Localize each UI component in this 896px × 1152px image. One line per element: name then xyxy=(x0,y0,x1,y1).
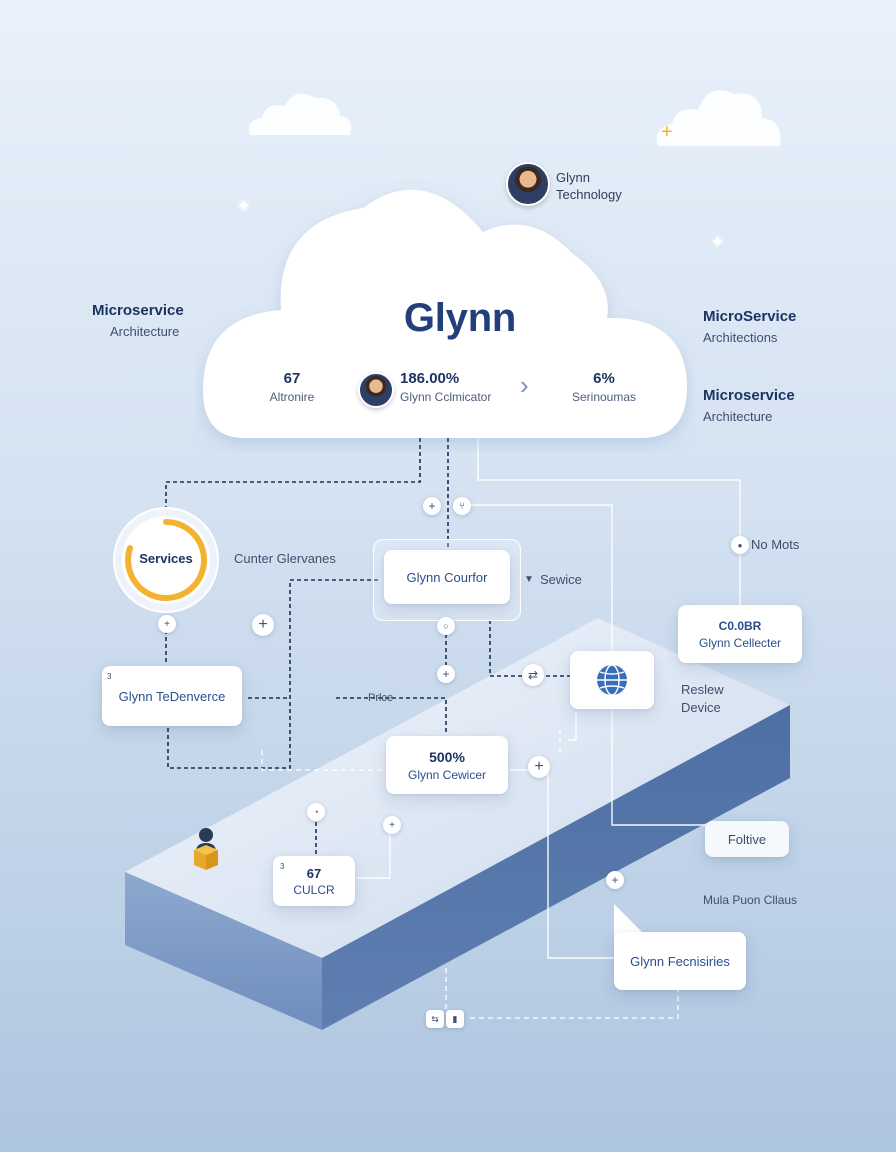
cewicer-card[interactable]: 500% Glynn Cewicer xyxy=(386,736,508,794)
courier-card[interactable]: Glynn Courfor xyxy=(384,550,510,604)
filter-icon: ▼ xyxy=(524,574,534,585)
reslew-title: Reslew xyxy=(681,682,724,697)
tedenverce-label: Glynn TeDenverce xyxy=(118,688,226,704)
cloud-avatar xyxy=(358,372,394,408)
pair-node-icon[interactable]: ⇆ xyxy=(426,1010,444,1028)
arrow-node-icon[interactable]: ⇄ xyxy=(522,664,544,686)
main-cloud-shape xyxy=(203,189,688,438)
top-brand-name: Glynn xyxy=(556,170,590,185)
cloud-stat-2-label: Glynn Cclmicator xyxy=(400,390,492,404)
node-dot-icon[interactable]: ◔ xyxy=(307,803,325,821)
sky-cloud-right xyxy=(656,90,781,146)
mula-label: Mula Puon Cllaus xyxy=(703,893,798,907)
chevron-right-icon: › xyxy=(520,370,529,400)
culcr-value: 67 xyxy=(306,865,322,881)
services-caption: Cunter Glervanes xyxy=(234,551,336,566)
spark-icon: + xyxy=(661,121,673,143)
foltive-card[interactable]: Foltive xyxy=(705,821,789,857)
culcr-num: 3 xyxy=(280,862,285,871)
fecnisiries-label: Glynn Fecnisiries xyxy=(630,953,730,969)
cellecter-label: Glynn Cellecter xyxy=(698,635,782,650)
culcr-label: CULCR xyxy=(293,882,335,897)
cewicer-label: Glynn Cewicer xyxy=(407,767,487,782)
plus-node-icon[interactable]: + xyxy=(437,665,455,683)
right-heading-2-subtitle: Architecture xyxy=(703,409,773,424)
cloud-stat-2: 186.00% Glynn Cclmicator xyxy=(400,370,510,404)
globe-card[interactable] xyxy=(570,651,654,709)
node-dot: ● xyxy=(731,536,749,554)
tedenverce-num: 3 xyxy=(107,672,112,681)
plus-node-icon[interactable]: + xyxy=(158,615,176,633)
fork-node-icon[interactable]: ⑂ xyxy=(453,497,471,515)
cloud-stat-1-value: 67 xyxy=(283,370,301,387)
reslew-subtitle: Device xyxy=(681,700,721,715)
culcr-card[interactable]: 67 CULCR xyxy=(273,856,355,906)
services-label: Services xyxy=(139,551,193,566)
cloud-stat-3: 6% Serinoumas xyxy=(556,370,652,404)
plus-button-icon[interactable]: + xyxy=(252,614,274,636)
left-heading-subtitle: Architecture xyxy=(110,324,180,339)
fecnisiries-bubble-tail xyxy=(614,904,650,940)
person-box-icon xyxy=(194,828,218,870)
cloud-stat-1: 67 Altronire xyxy=(240,370,344,404)
cewicer-value: 500% xyxy=(429,748,465,765)
plus-button-icon[interactable]: + xyxy=(528,756,550,778)
price-label: Prlce xyxy=(368,692,394,704)
brand-avatar xyxy=(506,162,550,206)
right-heading-1-subtitle: Architections xyxy=(703,330,778,345)
cellecter-title: C0.0BR xyxy=(718,618,762,633)
courier-side-label: Sewice xyxy=(540,572,582,587)
right-heading-1-title: MicroService xyxy=(703,308,797,325)
cloud-stat-1-label: Altronire xyxy=(269,390,315,404)
pair-node-icon[interactable]: ▮ xyxy=(446,1010,464,1028)
plus-node-icon[interactable]: + xyxy=(383,816,401,834)
fecnisiries-card[interactable]: Glynn Fecnisiries xyxy=(614,932,746,990)
foltive-label: Foltive xyxy=(727,831,767,847)
plus-node-icon[interactable]: + xyxy=(423,497,441,515)
cloud-title: Glynn xyxy=(403,296,517,340)
top-brand-subtitle: Technology xyxy=(556,187,622,202)
cloud-stat-3-label: Serinoumas xyxy=(571,390,637,404)
spark-icon: ✦ xyxy=(710,232,726,252)
globe-icon xyxy=(597,664,627,696)
tedenverce-card[interactable]: Glynn TeDenverce xyxy=(102,666,242,726)
left-heading-title: Microservice xyxy=(92,302,184,319)
cloud-stat-3-value: 6% xyxy=(593,370,615,387)
courier-label: Glynn Courfor xyxy=(406,569,488,585)
no-mots-label: No Mots xyxy=(751,537,800,552)
spark-icon: ✦ xyxy=(236,196,252,216)
plus-node-icon[interactable]: + xyxy=(606,871,624,889)
right-heading-2-title: Microservice xyxy=(703,387,795,404)
cloud-stat-2-value: 186.00% xyxy=(400,370,460,387)
services-ring[interactable] xyxy=(110,504,222,616)
node-dot-icon[interactable]: ○ xyxy=(437,617,455,635)
sky-cloud-left xyxy=(248,93,352,135)
cellecter-card[interactable]: C0.0BR Glynn Cellecter xyxy=(678,605,802,663)
